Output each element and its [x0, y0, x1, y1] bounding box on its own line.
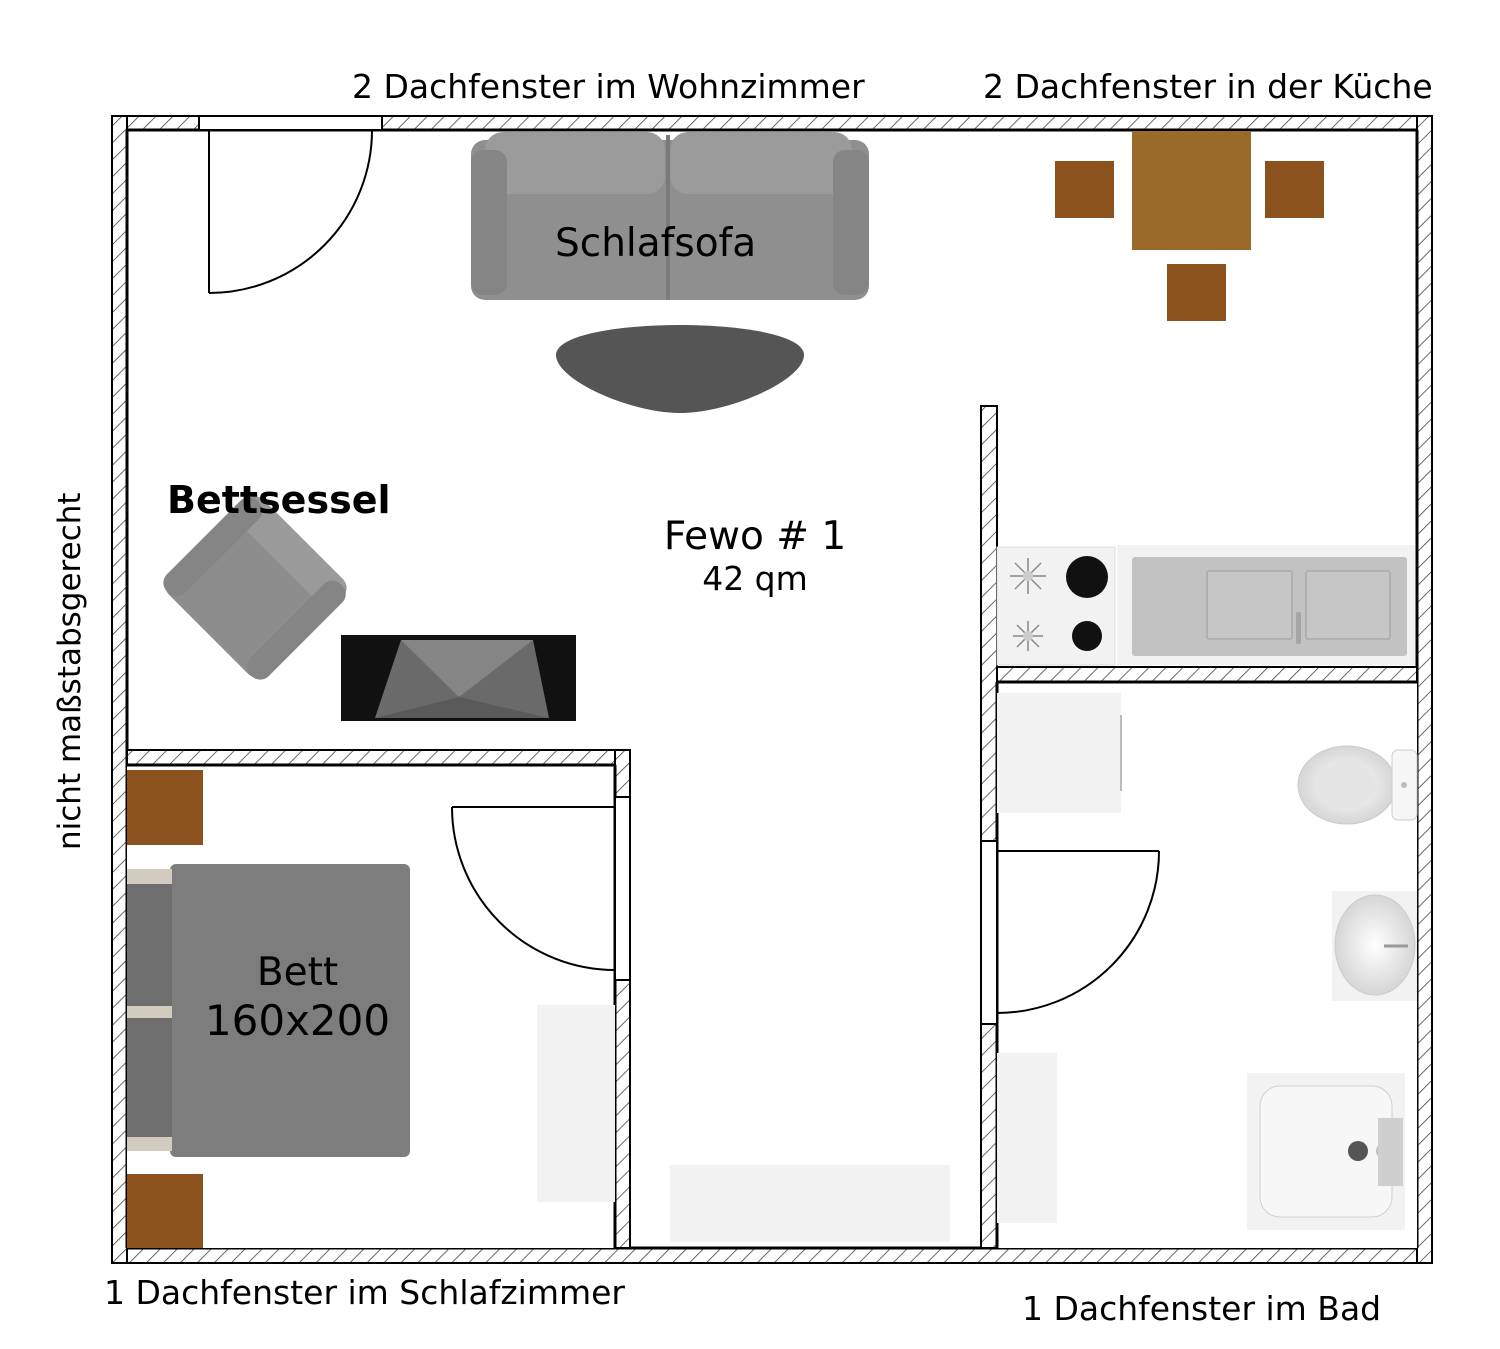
- sofa-label: Schlafsofa: [555, 221, 757, 266]
- wardrobe-icon: [537, 1005, 615, 1202]
- scale-disclaimer: nicht maßstabsgerecht: [52, 492, 88, 850]
- bed-size-label: 160x200: [204, 996, 391, 1045]
- bathroom-window-note: 1 Dachfenster im Bad: [1022, 1289, 1382, 1328]
- washbasin-icon: [1332, 891, 1417, 1001]
- kitchen-window-note: 2 Dachfenster in der Küche: [983, 67, 1433, 106]
- shower-tray-icon: [1247, 1073, 1405, 1230]
- entrance-door: [198, 115, 383, 294]
- bedroom-window-note: 1 Dachfenster im Schlafzimmer: [104, 1273, 625, 1312]
- washing-machine-icon: [997, 693, 1122, 813]
- sink-counter-icon: [1117, 545, 1415, 665]
- armchair-label: Bettsessel: [167, 478, 391, 522]
- bed-label: Bett: [256, 950, 339, 995]
- tv-icon: [341, 635, 576, 721]
- sofa-icon: [471, 132, 869, 300]
- dining-table-icon: [1132, 131, 1251, 250]
- rug-icon: [556, 325, 804, 413]
- stove-icon: [996, 546, 1116, 666]
- armchair-icon: [163, 496, 347, 680]
- chair-icon: [1055, 161, 1324, 321]
- toilet-icon: [1297, 745, 1418, 825]
- apartment-area: 42 qm: [702, 559, 808, 598]
- cabinet-icon: [997, 1053, 1057, 1223]
- nightstand-icon: [127, 770, 203, 1248]
- apartment-name: Fewo # 1: [663, 514, 847, 559]
- bathroom-door: [996, 850, 1160, 1014]
- kitchen-partition-wall: [980, 405, 998, 1249]
- bed-icon: [127, 864, 410, 1157]
- living-room-window-note: 2 Dachfenster im Wohnzimmer: [352, 67, 865, 106]
- bedroom-door: [451, 806, 616, 971]
- hallway-cabinet-icon: [670, 1165, 950, 1242]
